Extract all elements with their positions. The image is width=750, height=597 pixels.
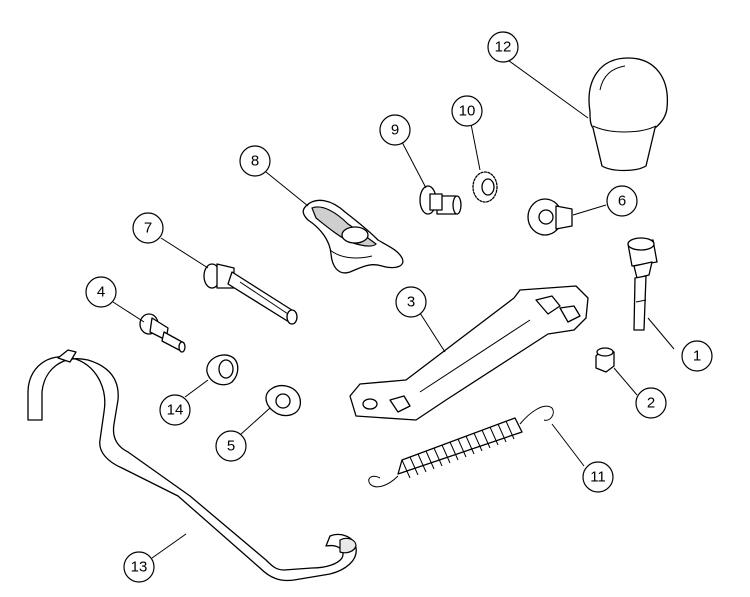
part-4-shoulder-bolt — [139, 313, 186, 353]
callout-12: 12 — [487, 31, 519, 63]
part-2-lock-nut — [595, 347, 615, 373]
callout-2-label: 2 — [647, 395, 655, 412]
part-12-knob — [588, 57, 669, 172]
callout-1-label: 1 — [693, 348, 701, 365]
callout-14-label: 14 — [167, 402, 184, 419]
callout-3: 3 — [395, 286, 427, 318]
callout-12-label: 12 — [495, 39, 512, 56]
callout-13: 13 — [123, 551, 155, 583]
callout-9-label: 9 — [391, 122, 399, 139]
part-6-flanged-nut — [527, 198, 573, 236]
callout-9: 9 — [379, 114, 411, 146]
callout-7: 7 — [132, 212, 164, 244]
callout-1: 1 — [681, 340, 713, 372]
callout-5: 5 — [215, 430, 247, 462]
part-3-wrench-plate — [349, 285, 589, 421]
callout-8-label: 8 — [251, 153, 259, 170]
callout-4: 4 — [85, 276, 117, 308]
callout-8: 8 — [239, 145, 271, 177]
callout-7-label: 7 — [144, 220, 152, 237]
callout-10-label: 10 — [459, 103, 476, 120]
callout-14: 14 — [159, 394, 191, 426]
part-14-spacer — [206, 354, 239, 386]
callout-10: 10 — [451, 95, 483, 127]
part-10-serrated-nut — [472, 171, 498, 203]
callout-11-label: 11 — [590, 469, 606, 486]
callout-4-label: 4 — [97, 284, 105, 301]
part-7-long-bolt — [203, 263, 298, 325]
callout-13-label: 13 — [131, 559, 148, 576]
callout-2: 2 — [635, 387, 667, 419]
part-1-bolt — [627, 237, 658, 331]
callout-6-label: 6 — [618, 193, 626, 210]
part-5-flange-nut — [265, 384, 302, 417]
callout-6: 6 — [606, 185, 638, 217]
callout-11: 11 — [582, 461, 614, 493]
part-8-handle — [302, 199, 404, 274]
callout-5-label: 5 — [227, 438, 235, 455]
callout-3-label: 3 — [407, 294, 415, 311]
leader-lines — [112, 57, 675, 559]
part-9-carriage-bolt — [419, 185, 462, 215]
part-13-rod — [27, 349, 357, 582]
part-11-spring — [368, 405, 554, 488]
